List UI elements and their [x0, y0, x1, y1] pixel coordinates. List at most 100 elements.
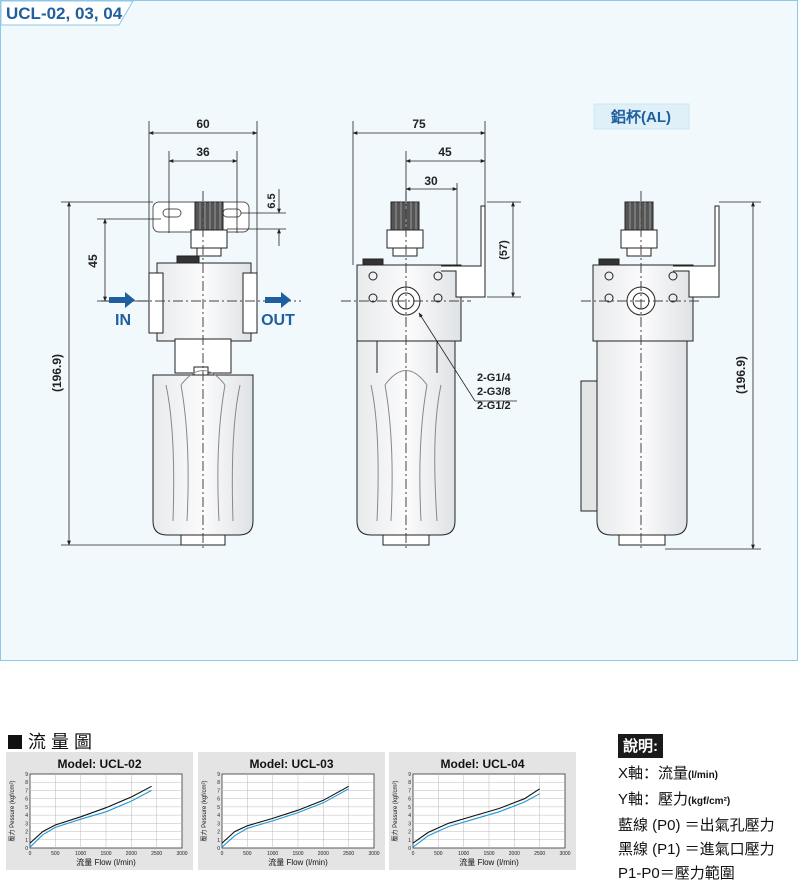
- front-view: [101, 191, 301, 551]
- heading-square-icon: [8, 735, 22, 749]
- series-line-blue: [221, 788, 349, 848]
- y-tick-label: 5: [217, 805, 220, 811]
- y-tick-label: 8: [25, 780, 28, 786]
- bowl-label: 鋁杯(AL): [611, 108, 671, 126]
- out-arrow-icon: [265, 292, 291, 308]
- chart-title: Model: UCL-03: [250, 757, 334, 771]
- technical-drawing: 鋁杯(AL): [50, 103, 761, 551]
- y-tick-label: 2: [217, 830, 220, 836]
- x-tick-label: 1000: [75, 851, 86, 857]
- out-label: OUT: [261, 312, 295, 329]
- note-black-line: 黑線 (P1) ＝進氣口壓力: [618, 841, 775, 858]
- chart-title: Model: UCL-04: [441, 757, 525, 771]
- y-tick-label: 6: [217, 797, 220, 803]
- note-x-unit: (l/min): [688, 770, 719, 781]
- x-tick-label: 0: [221, 851, 224, 857]
- series-line-black: [29, 785, 152, 844]
- y-tick-label: 4: [25, 813, 28, 819]
- x-axis-label: 流量 Flow (l/min): [76, 857, 136, 867]
- flow-section-title: 流 量 圖: [28, 732, 93, 752]
- y-tick-label: 3: [217, 821, 220, 827]
- x-tick-label: 1500: [100, 851, 111, 857]
- x-axis-label: 流量 Flow (l/min): [459, 857, 519, 867]
- y-tick-label: 2: [408, 830, 411, 836]
- dim-front-inner: 36: [196, 145, 210, 159]
- x-tick-label: 0: [29, 851, 32, 857]
- y-tick-label: 7: [408, 788, 411, 794]
- y-tick-label: 1: [217, 838, 220, 844]
- y-tick-label: 0: [25, 846, 28, 852]
- y-tick-label: 5: [25, 805, 28, 811]
- x-tick-label: 2500: [151, 851, 162, 857]
- x-axis-label: 流量 Flow (l/min): [268, 857, 328, 867]
- dim-side-offset: 30: [424, 174, 438, 188]
- y-tick-label: 2: [25, 830, 28, 836]
- notes-panel: 說明: X軸：流量(l/min) Y軸：壓力(kgf/cm²) 藍線 (P0) …: [618, 734, 800, 886]
- x-tick-label: 2000: [318, 851, 329, 857]
- thread-label-3: 2-G1/2: [477, 400, 511, 412]
- y-tick-label: 1: [408, 838, 411, 844]
- y-tick-label: 9: [217, 772, 220, 778]
- y-tick-label: 4: [217, 813, 220, 819]
- side-dimension-lines: [352, 121, 521, 402]
- side-view: [341, 191, 486, 551]
- in-arrow-icon: [109, 292, 135, 308]
- y-tick-label: 9: [25, 772, 28, 778]
- in-label: IN: [115, 312, 131, 329]
- y-tick-label: 5: [408, 805, 411, 811]
- y-tick-label: 9: [408, 772, 411, 778]
- title-tab-shape: [1, 1, 134, 26]
- y-tick-label: 7: [217, 788, 220, 794]
- dim-front-total-height: (196.9): [50, 354, 64, 392]
- y-axis-label: 壓力 Pessure (kgf/cm²): [8, 780, 16, 841]
- model-title: UCL-02, 03, 04: [6, 4, 123, 23]
- series-line-black: [221, 785, 349, 844]
- x-tick-label: 500: [434, 851, 443, 857]
- flow-section-heading: 流 量 圖: [8, 728, 92, 754]
- series-line-blue: [412, 793, 540, 848]
- dim-front-width: 60: [196, 117, 210, 131]
- y-tick-label: 3: [408, 821, 411, 827]
- note-x-axis: X軸：流量(l/min): [618, 765, 719, 782]
- dim-front-port-height: 45: [86, 254, 100, 268]
- y-tick-label: 4: [408, 813, 411, 819]
- series-line-blue: [29, 789, 152, 848]
- series-line-black: [412, 788, 541, 844]
- drawing-panel: UCL-02, 03, 04 鋁杯(AL): [0, 0, 798, 661]
- note-difference: P1-P0＝壓力範圍: [618, 865, 735, 882]
- x-tick-label: 1500: [292, 851, 303, 857]
- x-tick-label: 1000: [267, 851, 278, 857]
- thread-label-2: 2-G3/8: [477, 386, 511, 398]
- x-tick-label: 1000: [458, 851, 469, 857]
- x-tick-label: 0: [412, 851, 415, 857]
- x-tick-label: 3000: [176, 851, 187, 857]
- dim-back-total-height: (196.9): [734, 356, 748, 394]
- y-tick-label: 8: [217, 780, 220, 786]
- x-tick-label: 2500: [343, 851, 354, 857]
- x-tick-label: 2000: [126, 851, 137, 857]
- back-view: [580, 191, 720, 551]
- x-tick-label: 500: [51, 851, 60, 857]
- y-tick-label: 6: [408, 797, 411, 803]
- dim-side-bracket-height: (57): [498, 240, 510, 260]
- y-tick-label: 0: [408, 846, 411, 852]
- y-tick-label: 6: [25, 797, 28, 803]
- front-dimension-lines: [61, 121, 286, 546]
- y-axis-label: 壓力 Pessure (kgf/cm²): [200, 780, 208, 841]
- y-tick-label: 3: [25, 821, 28, 827]
- x-tick-label: 3000: [559, 851, 570, 857]
- x-tick-label: 1500: [483, 851, 494, 857]
- notes-title: 說明:: [618, 734, 663, 758]
- x-tick-label: 500: [243, 851, 252, 857]
- x-tick-label: 2500: [534, 851, 545, 857]
- note-blue-line: 藍線 (P0) ＝出氣孔壓力: [618, 817, 775, 834]
- note-y-axis: Y軸：壓力(kgf/cm²): [618, 791, 731, 808]
- dim-side-inner: 45: [438, 145, 452, 159]
- thread-label-1: 2-G1/4: [477, 372, 512, 384]
- bowl-label-box: [593, 103, 690, 130]
- dim-front-top-offset: 6.5: [266, 193, 278, 208]
- x-tick-label: 3000: [368, 851, 379, 857]
